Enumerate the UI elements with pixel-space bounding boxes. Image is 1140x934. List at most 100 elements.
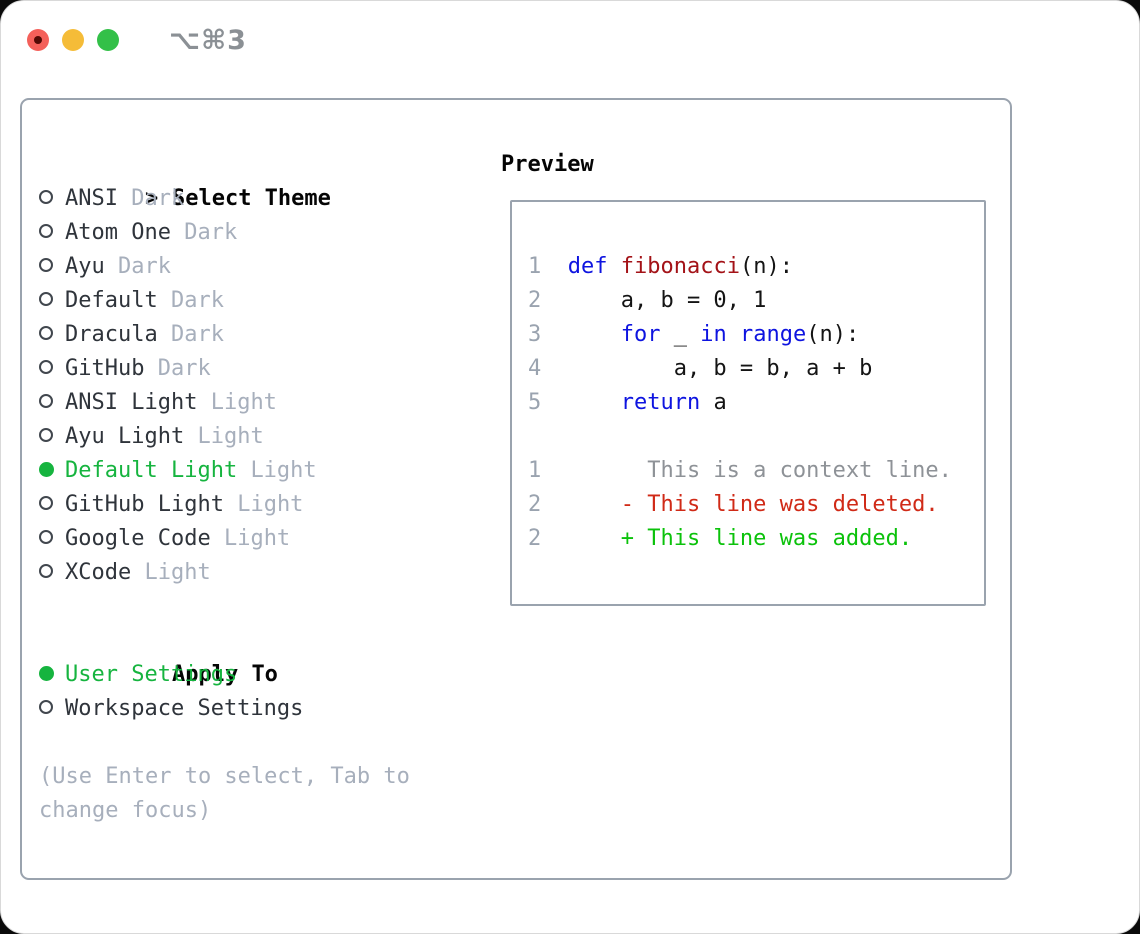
- code-token-del: - This line was deleted.: [567, 492, 939, 517]
- theme-variant-tag: Dark: [184, 220, 238, 245]
- theme-option[interactable]: Default Dark: [39, 284, 479, 318]
- spacer: [39, 726, 479, 760]
- theme-variant-tag: Dark: [157, 356, 211, 381]
- radio-icon: [39, 496, 53, 510]
- minimize-button[interactable]: [62, 29, 84, 51]
- cursor-icon: >: [144, 186, 159, 211]
- preview-heading: Preview: [501, 152, 594, 177]
- code-token-pl: a: [700, 390, 727, 415]
- line-number: 5: [528, 390, 542, 415]
- code-token-kw: return: [620, 390, 701, 415]
- theme-option[interactable]: Default Light Light: [39, 454, 479, 488]
- code-line: [528, 420, 984, 454]
- theme-option[interactable]: Google Code Light: [39, 522, 479, 556]
- radio-icon: [39, 224, 53, 238]
- apply-to-label: Workspace Settings: [65, 696, 304, 721]
- line-number: 1: [528, 458, 542, 483]
- apply-to-label: User Settings: [65, 662, 238, 687]
- theme-option[interactable]: Dracula Dark: [39, 318, 479, 352]
- close-button[interactable]: [27, 29, 49, 51]
- code-line: 4 a, b = b, a + b: [528, 352, 984, 386]
- radio-icon: [39, 326, 53, 340]
- code-line: 2 - This line was deleted.: [528, 488, 984, 522]
- theme-option[interactable]: GitHub Dark: [39, 352, 479, 386]
- code-token-pl: [568, 390, 621, 415]
- theme-name: Ayu: [65, 254, 105, 279]
- apply-to-heading: Apply To: [171, 662, 278, 687]
- theme-name: XCode: [65, 560, 132, 585]
- line-number: 1: [528, 254, 542, 279]
- theme-name: Google Code: [65, 526, 211, 551]
- theme-option[interactable]: Ayu Dark: [39, 250, 479, 284]
- theme-name: GitHub: [65, 356, 145, 381]
- theme-name: Dracula: [65, 322, 158, 347]
- help-text-line1: (Use Enter to select, Tab to: [39, 764, 410, 789]
- theme-name: ANSI Light: [65, 390, 198, 415]
- radio-icon: [39, 700, 53, 714]
- theme-variant-tag: Light: [210, 390, 277, 415]
- line-number: 2: [528, 288, 542, 313]
- help-text-line2: change focus): [39, 798, 212, 823]
- code-token-pl: [607, 254, 620, 279]
- code-token-add: + This line was added.: [567, 526, 913, 551]
- theme-name: Atom One: [65, 220, 171, 245]
- radio-icon: [39, 394, 53, 408]
- code-line: 3 for _ in range(n):: [528, 318, 984, 352]
- title-bar: ⌥⌘3: [1, 1, 1139, 79]
- code-token-kw: for: [620, 322, 661, 347]
- theme-option[interactable]: Atom One Dark: [39, 216, 479, 250]
- zoom-button[interactable]: [97, 29, 119, 51]
- theme-variant-tag: Light: [197, 424, 264, 449]
- select-theme-heading: Select Theme: [171, 186, 331, 211]
- code-token-pl: a, b = b, a + b: [567, 356, 873, 381]
- theme-variant-tag: Light: [250, 458, 317, 483]
- theme-name: Default Light: [65, 458, 238, 483]
- line-number: 2: [528, 492, 542, 517]
- apply-to-option[interactable]: User Settings: [39, 658, 479, 692]
- code-token-fn: fibonacci: [620, 254, 740, 279]
- theme-variant-tag: Dark: [118, 254, 171, 279]
- radio-selected-icon: [39, 461, 54, 477]
- theme-name: Ayu Light: [65, 424, 185, 449]
- code-token-pl: (n):: [739, 254, 793, 279]
- code-token-kw: def: [567, 254, 608, 279]
- code-line: 5 return a: [528, 386, 984, 420]
- radio-selected-icon: [39, 665, 54, 681]
- radio-icon: [39, 530, 53, 544]
- spacer: [39, 590, 479, 624]
- code-token-kw: in: [700, 322, 727, 347]
- radio-icon: [39, 564, 53, 578]
- line-number: 4: [528, 356, 542, 381]
- theme-option[interactable]: ANSI Dark: [39, 182, 479, 216]
- theme-variant-tag: Light: [223, 526, 291, 551]
- line-number: 3: [528, 322, 542, 347]
- radio-icon: [39, 360, 53, 374]
- theme-option[interactable]: XCode Light: [39, 556, 479, 590]
- code-token-pl: [727, 322, 740, 347]
- line-number: 2: [528, 526, 542, 551]
- apply-to-option[interactable]: Workspace Settings: [39, 692, 479, 726]
- code-token-pl: _: [660, 322, 701, 347]
- apply-to-heading-row: Apply To: [39, 624, 479, 687]
- theme-option[interactable]: ANSI Light Light: [39, 386, 479, 420]
- theme-option[interactable]: Ayu Light Light: [39, 420, 479, 454]
- code-line: 2 a, b = 0, 1: [528, 284, 984, 318]
- theme-variant-tag: Light: [237, 492, 304, 517]
- theme-variant-tag: Dark: [131, 186, 185, 211]
- code-token-pl: a, b = 0, 1: [567, 288, 767, 313]
- window-title: ⌥⌘3: [169, 25, 247, 56]
- radio-icon: [39, 428, 53, 442]
- theme-name: GitHub Light: [65, 492, 224, 517]
- theme-option[interactable]: GitHub Light Light: [39, 488, 479, 522]
- code-token-pl: (n):: [806, 322, 860, 347]
- radio-icon: [39, 258, 53, 272]
- code-token-kw: range: [739, 322, 807, 347]
- code-line: 2 + This line was added.: [528, 522, 984, 556]
- select-theme-heading-row: > Select Theme: [39, 148, 479, 211]
